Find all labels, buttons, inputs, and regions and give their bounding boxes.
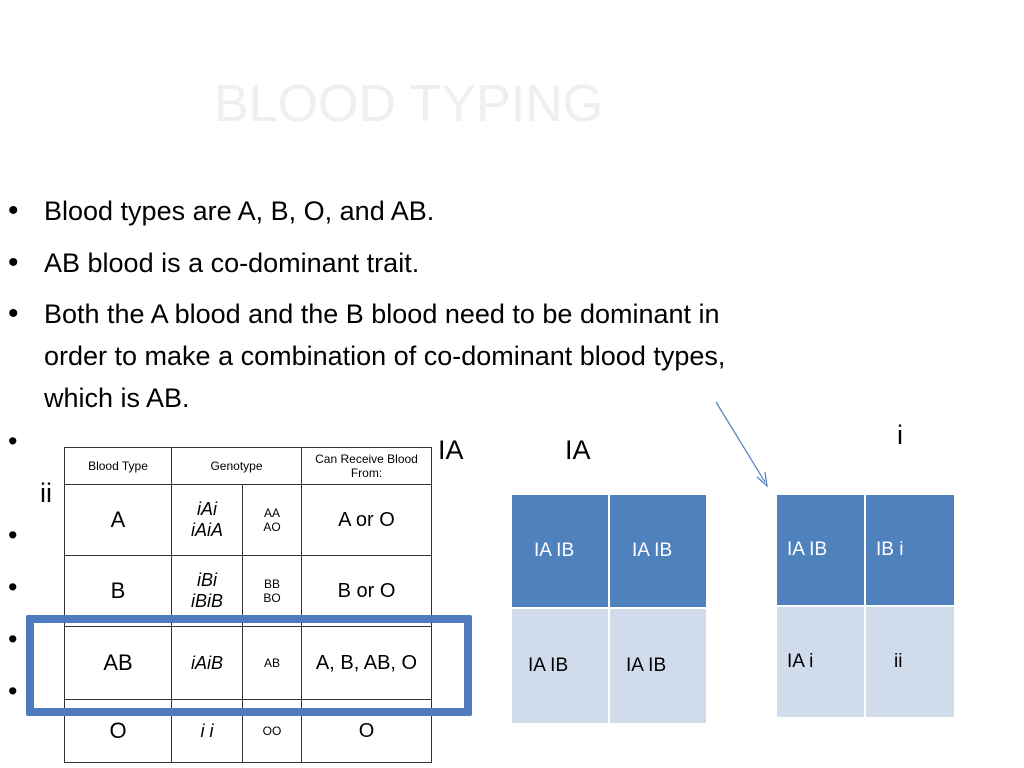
punnett-square-left: IA IB IA IB IA IB IA IB	[512, 495, 706, 723]
bullet-dot: •	[8, 426, 18, 456]
allele-value: AO	[263, 520, 281, 535]
receive-cell: A, B, AB, O	[301, 626, 432, 701]
table-row: A iAi iAiA AA AO A or O	[64, 484, 432, 557]
bullet-text: Both the A blood and the B blood need to…	[44, 299, 726, 413]
allele-value: AA	[263, 506, 280, 521]
header-genotype: Genotype	[171, 446, 302, 486]
slide-title: BLOOD TYPING	[214, 75, 604, 133]
header-blood-type: Blood Type	[64, 446, 172, 486]
blood-type-cell: AB	[64, 626, 172, 701]
bullet-dot: •	[8, 572, 18, 602]
arrow-head-icon	[756, 471, 768, 488]
allele-value: BO	[263, 591, 281, 606]
punnett-cell: IA IB	[777, 495, 864, 605]
punnett-cell: IB i	[866, 495, 954, 605]
bullet-text: Blood types are A, B, O, and AB.	[44, 196, 435, 226]
allele-label-ia: IA	[565, 435, 591, 465]
bullet-dot: •	[8, 194, 19, 227]
allele-label-i: i	[897, 420, 903, 450]
ab-row-highlight-box	[26, 615, 472, 716]
punnett-cell: IA IB	[512, 495, 608, 607]
genotype-value: iAi	[196, 499, 217, 520]
allele-cell: AA AO	[242, 484, 302, 557]
bullet-dot: •	[8, 297, 19, 330]
bullet-item: • Blood types are A, B, O, and AB.	[6, 190, 744, 232]
bullet-dot: •	[8, 520, 18, 550]
receive-cell: A or O	[301, 484, 432, 557]
punnett-cell: IA IB	[610, 495, 706, 607]
genotype-value: iBi	[196, 570, 217, 591]
bullet-text: AB blood is a co-dominant trait.	[44, 248, 420, 278]
punnett-cell: IA i	[777, 607, 864, 717]
bullet-item: • AB blood is a co-dominant trait.	[6, 242, 744, 284]
punnett-cell: ii	[866, 607, 954, 717]
genotype-value: iAiA	[190, 520, 223, 541]
allele-label-ia: IA	[438, 435, 464, 465]
bullet-dot: •	[8, 676, 18, 706]
genotype-cell: iAi iAiA	[171, 484, 243, 557]
bullet-dot: •	[8, 246, 19, 279]
blood-type-cell: A	[64, 484, 172, 557]
header-can-receive: Can Receive Blood From:	[301, 446, 432, 486]
punnett-cell: IA IB	[512, 609, 608, 723]
table-row: AB iAiB AB A, B, AB, O	[64, 626, 432, 701]
table-header-row: Blood Type Genotype Can Receive Blood Fr…	[64, 446, 432, 486]
genotype-value: iBiB	[190, 591, 223, 612]
allele-cell: AB	[242, 626, 302, 701]
bullet-item: • Both the A blood and the B blood need …	[6, 293, 744, 419]
punnett-cell: IA IB	[610, 609, 706, 723]
bullet-dot: •	[8, 624, 18, 654]
genotype-cell: iAiB	[171, 626, 243, 701]
arrow-line	[715, 401, 766, 483]
punnett-square-right: IA IB IB i IA i ii	[777, 495, 954, 717]
allele-value: BB	[263, 577, 280, 592]
allele-label-ii: ii	[40, 478, 52, 508]
